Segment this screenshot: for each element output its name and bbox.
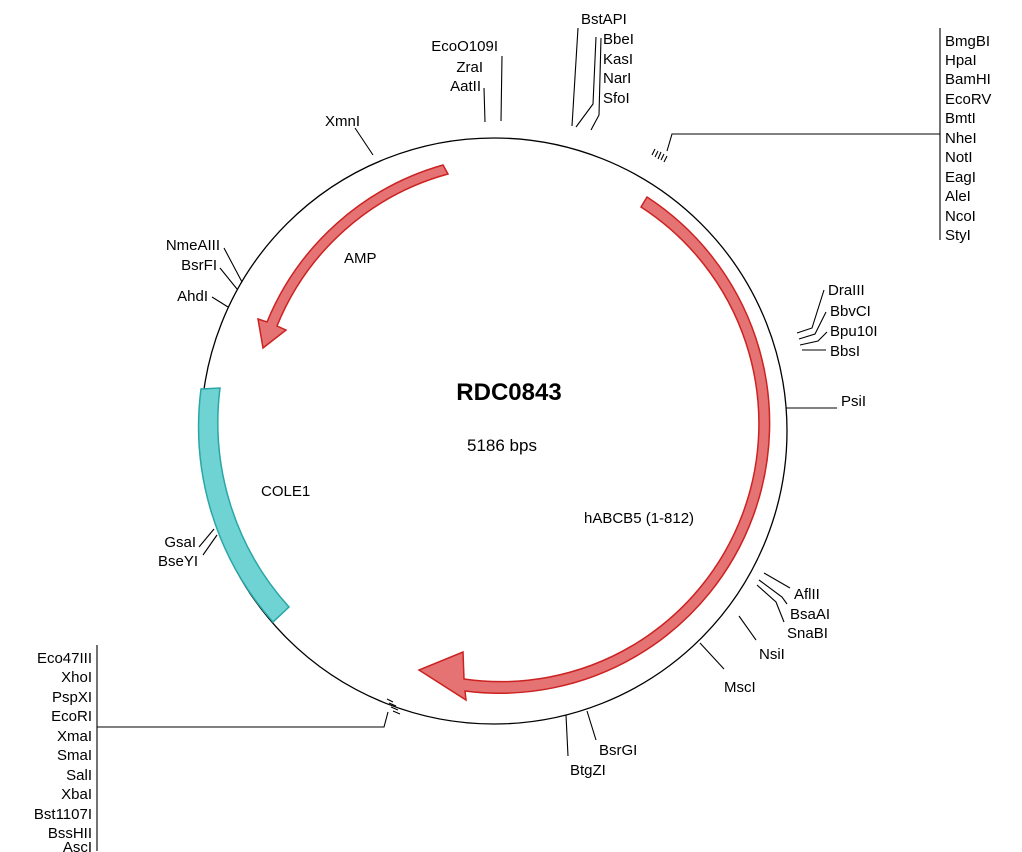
site-label: BstAPI [581, 11, 627, 28]
site-xmni: XmnI [325, 113, 374, 156]
site-label: ZraI [456, 59, 483, 76]
site-psii: PsiI [786, 393, 866, 410]
site-label: SnaBI [787, 625, 828, 642]
site-label: PsiI [841, 393, 866, 410]
plasmid-backbone [200, 137, 788, 725]
site-label: AhdI [177, 288, 208, 305]
site-label: BtgZI [570, 762, 606, 779]
plasmid-name: RDC0843 [456, 379, 561, 406]
site-label: SalI [66, 767, 92, 784]
site-label: EagI [945, 169, 976, 186]
amp-label: AMP [344, 250, 377, 267]
site-label: Bst1107I [34, 806, 92, 823]
site-label: NsiI [759, 646, 785, 663]
site-label: EcoRI [51, 708, 92, 725]
mcs2-site-group: Eco47III XhoI PspXI EcoRI XmaI SmaI SalI… [34, 645, 401, 852]
site-label: NotI [945, 149, 973, 166]
site-label: StyI [945, 227, 971, 244]
site-label: BmtI [945, 110, 976, 127]
site-label: AscI [63, 839, 92, 852]
site-label: NarI [603, 70, 631, 87]
site-label: HpaI [945, 52, 977, 69]
site-label: AatII [450, 78, 481, 95]
habcb5-label: hABCB5 (1-812) [584, 510, 694, 527]
site-label: BbvCI [830, 303, 871, 320]
cole1-feature-segment [197, 387, 291, 624]
site-label: NmeAIII [166, 237, 220, 254]
site-label: KasI [603, 51, 633, 68]
site-label: AflII [794, 586, 820, 603]
site-label: XbaI [61, 786, 92, 803]
site-label: BsaAI [790, 606, 830, 623]
site-label: GsaI [164, 534, 196, 551]
site-label: BssHII [48, 825, 92, 842]
site-label: EcoRV [945, 91, 991, 108]
site-label: BsrGI [599, 742, 637, 759]
site-label: BamHI [945, 71, 991, 88]
site-group-bsrgi: BsrGI BtgZI [565, 710, 637, 779]
site-label: XmnI [325, 113, 360, 130]
site-label: BseYI [158, 553, 198, 570]
site-label: BbeI [603, 31, 634, 48]
site-label: AleI [945, 188, 971, 205]
site-label: SfoI [603, 90, 630, 107]
site-label: BbsI [830, 343, 860, 360]
site-nsii: NsiI [738, 615, 785, 663]
site-group-draiii: DraIII BbvCI Bpu10I BbsI [796, 282, 878, 360]
site-label: Bpu10I [830, 323, 878, 340]
site-label: MscI [724, 679, 756, 696]
site-label: EcoO109I [431, 38, 498, 55]
habcb5-feature-arrow [417, 195, 771, 702]
site-group-ecoo109i: EcoO109I ZraI AatII [431, 38, 503, 123]
site-label: Eco47III [37, 650, 92, 667]
site-group-aflii: AflII BsaAI SnaBI [756, 572, 830, 642]
site-group-nmeaiii: NmeAIII BsrFI [166, 237, 243, 290]
site-label: SmaI [57, 747, 92, 764]
site-ahdi: AhdI [177, 288, 229, 308]
amp-feature-arrow [257, 164, 450, 350]
mcs1-site-group: BmgBI HpaI BamHI EcoRV BmtI NheI NotI Ea… [651, 28, 991, 244]
site-msci: MscI [699, 642, 756, 696]
site-label: XhoI [61, 669, 92, 686]
site-group-bstapi: BstAPI BbeI KasI NarI SfoI [571, 11, 634, 131]
site-label: NheI [945, 130, 977, 147]
cole1-label: COLE1 [261, 483, 310, 500]
plasmid-size: 5186 bps [467, 436, 537, 455]
site-label: BsrFI [181, 257, 217, 274]
site-label: DraIII [828, 282, 865, 299]
site-label: PspXI [52, 689, 92, 706]
site-group-gsai: GsaI BseYI [158, 528, 218, 570]
site-label: NcoI [945, 208, 976, 225]
site-label: BmgBI [945, 33, 990, 50]
site-label: XmaI [57, 728, 92, 745]
